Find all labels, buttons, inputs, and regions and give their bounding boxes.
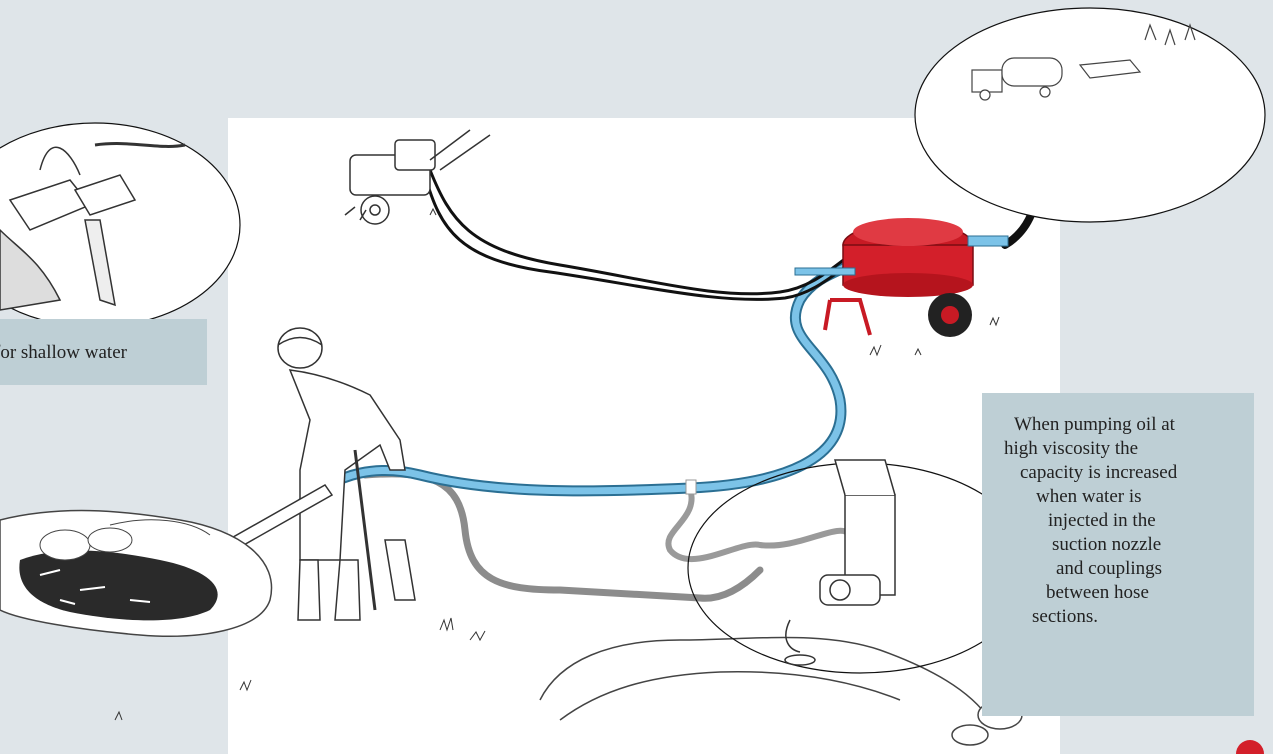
viscosity-line: when water is xyxy=(1036,485,1142,509)
logo-icon xyxy=(1236,740,1264,754)
viscosity-line: suction nozzle xyxy=(1052,533,1161,557)
viscosity-line: sections. xyxy=(1032,605,1098,629)
viscosity-caption: When pumping oil at high viscosity the c… xyxy=(982,393,1254,716)
shallow-water-text: for shallow water xyxy=(0,341,207,365)
viscosity-line: and couplings xyxy=(1056,557,1162,581)
shallow-water-caption: for shallow water xyxy=(0,319,207,385)
viscosity-line: high viscosity the xyxy=(1004,437,1138,461)
skimmer-bubble xyxy=(0,123,240,327)
viscosity-line: between hose xyxy=(1046,581,1149,605)
truck-bubble xyxy=(915,8,1265,222)
viscosity-line: injected in the xyxy=(1048,509,1156,533)
viscosity-line: When pumping oil at xyxy=(1014,413,1175,437)
viscosity-line: capacity is increased xyxy=(1020,461,1177,485)
